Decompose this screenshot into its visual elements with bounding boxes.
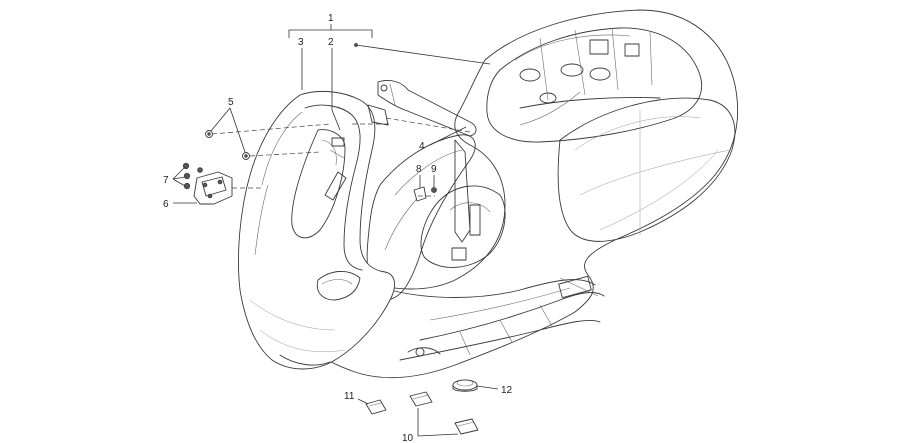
- frame-body-shell: [267, 9, 738, 379]
- leader-lines: [172, 24, 499, 437]
- callout-10: 10: [402, 433, 414, 443]
- part-7-screws: [182, 162, 203, 190]
- part-11-pad: [365, 399, 387, 415]
- callout-3: 3: [298, 37, 304, 48]
- callout-6: 6: [163, 199, 169, 210]
- callout-8: 8: [416, 164, 422, 175]
- front-shield: [238, 90, 396, 370]
- callout-labels: 1 2 3 4 5 6 7 8 9 10 11 12: [163, 13, 513, 443]
- callout-5: 5: [228, 97, 234, 108]
- callout-4: 4: [419, 141, 425, 152]
- part-8-clip: [413, 186, 427, 202]
- callout-12: 12: [501, 385, 513, 396]
- part-5-nuts: [205, 130, 250, 160]
- callout-2: 2: [328, 37, 334, 48]
- callout-9: 9: [431, 164, 437, 175]
- callout-11: 11: [344, 391, 355, 402]
- part-6-bracket: [193, 171, 233, 205]
- callout-7: 7: [163, 175, 169, 186]
- part-12-grommet: [452, 379, 478, 392]
- assembly-lines: [211, 117, 471, 197]
- callout-1: 1: [328, 13, 334, 24]
- part-10-pads: [409, 391, 479, 435]
- part-9-screw: [431, 187, 437, 193]
